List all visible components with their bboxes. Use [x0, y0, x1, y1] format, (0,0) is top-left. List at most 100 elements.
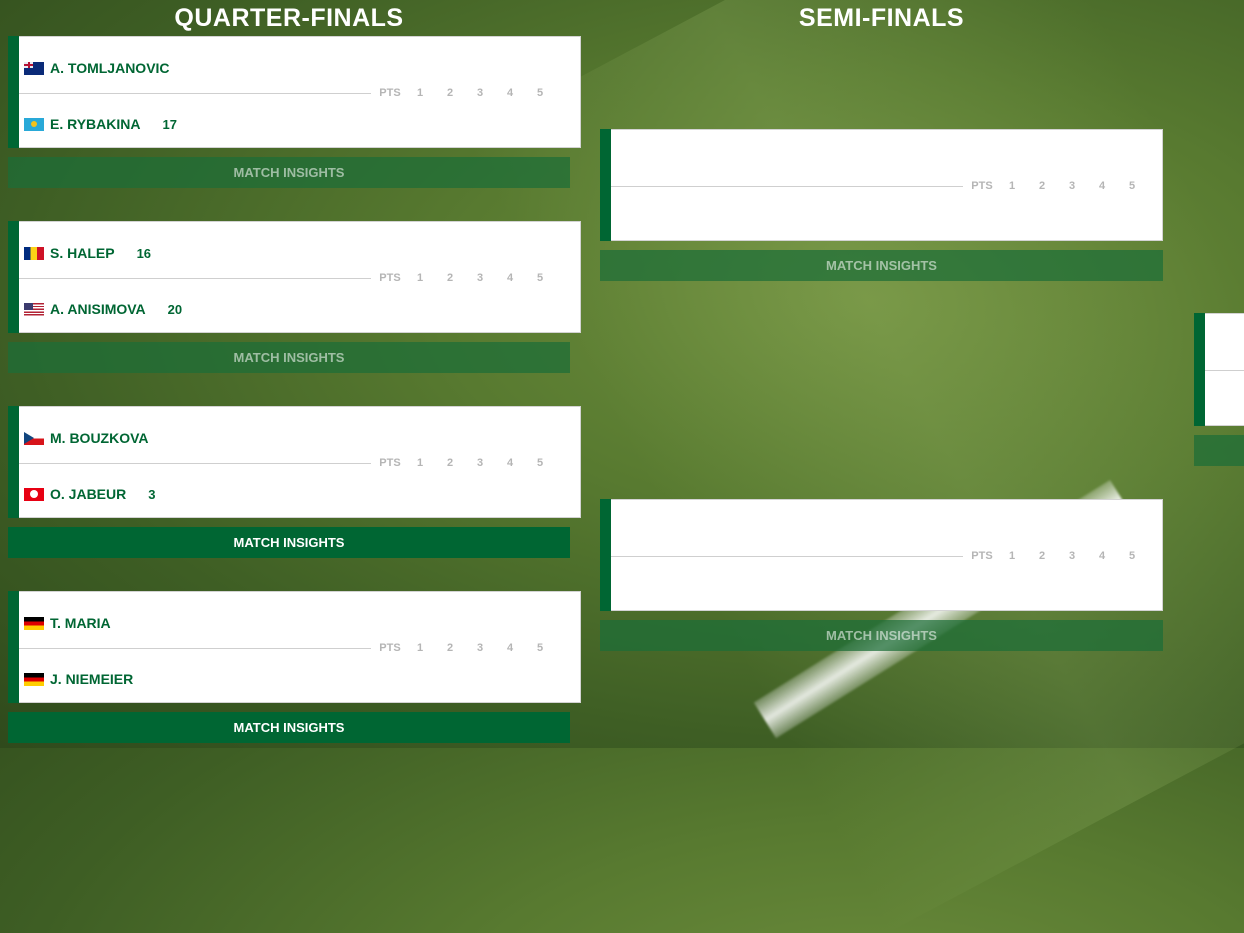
tunisia-flag-icon	[24, 487, 44, 501]
divider	[19, 463, 371, 464]
player-seed: 3	[148, 486, 156, 502]
set-5-label: 5	[536, 642, 544, 654]
match-card[interactable]: PTS 1 2 3 4 5	[600, 129, 1163, 241]
qf-match-3[interactable]: M. BOUZKOVA PTS 1 2 3 4 5 O. JABEUR 3 MA…	[8, 406, 581, 558]
match-card[interactable]: PTS 1 2 3 4 5	[600, 499, 1163, 611]
player-seed: 16	[136, 245, 152, 261]
pts-column-label: PTS	[379, 272, 401, 284]
score-header: PTS 1 2 3 4 5	[375, 642, 555, 654]
match-insights-button[interactable]: MATCH INSIGHTS	[8, 342, 570, 373]
romania-flag-icon	[24, 246, 44, 260]
player-name: A. ANISIMOVA	[50, 301, 146, 317]
qf-match-2[interactable]: S. HALEP 16 PTS 1 2 3 4 5 A. ANISIMOVA 2…	[8, 221, 581, 373]
match-insights-button[interactable]: MATCH INSIGHTS	[8, 527, 570, 558]
player-row[interactable]: T. MARIA	[24, 611, 111, 635]
player-row[interactable]: E. RYBAKINA 17	[24, 112, 177, 136]
set-5-label: 5	[1128, 550, 1136, 562]
player-name: E. RYBAKINA	[50, 116, 141, 132]
australia-flag-icon	[24, 61, 44, 75]
set-5-label: 5	[536, 87, 544, 99]
player-name: J. NIEMEIER	[50, 671, 134, 687]
player-row[interactable]: A. TOMLJANOVIC	[24, 56, 170, 80]
czech-flag-icon	[24, 431, 44, 445]
pts-column-label: PTS	[379, 87, 401, 99]
player-name: T. MARIA	[50, 615, 111, 631]
germany-flag-icon	[24, 616, 44, 630]
set-3-label: 3	[476, 457, 484, 469]
match-card[interactable]: T. MARIA PTS 1 2 3 4 5 J. NIEMEIER	[8, 591, 581, 703]
divider	[19, 648, 371, 649]
set-1-label: 1	[416, 457, 424, 469]
match-insights-button[interactable]: MATCH INSIGHTS	[600, 620, 1163, 651]
score-header: PTS 1 2 3 4 5	[967, 550, 1147, 562]
player-name: O. JABEUR	[50, 486, 127, 502]
divider	[611, 186, 963, 187]
set-3-label: 3	[476, 272, 484, 284]
set-3-label: 3	[476, 87, 484, 99]
set-5-label: 5	[536, 457, 544, 469]
score-header: PTS 1 2 3 4 5	[375, 457, 555, 469]
match-insights-button[interactable]: MATCH INSIGHTS	[8, 712, 570, 743]
set-4-label: 4	[506, 272, 514, 284]
match-insights-button-partial[interactable]	[1194, 435, 1244, 466]
qf-match-4[interactable]: T. MARIA PTS 1 2 3 4 5 J. NIEMEIER MATCH…	[8, 591, 581, 743]
set-4-label: 4	[506, 642, 514, 654]
divider	[1205, 370, 1244, 371]
player-seed: 17	[162, 116, 177, 132]
semi-finals-heading: SEMI-FINALS	[798, 4, 965, 32]
germany-flag-icon	[24, 672, 44, 686]
sf-match-2[interactable]: PTS 1 2 3 4 5 MATCH INSIGHTS	[600, 499, 1173, 651]
match-card[interactable]: A. TOMLJANOVIC PTS 1 2 3 4 5 E. RYBAKINA…	[8, 36, 581, 148]
set-3-label: 3	[1068, 550, 1076, 562]
match-card[interactable]: M. BOUZKOVA PTS 1 2 3 4 5 O. JABEUR 3	[8, 406, 581, 518]
qf-match-1[interactable]: A. TOMLJANOVIC PTS 1 2 3 4 5 E. RYBAKINA…	[8, 36, 581, 188]
set-3-label: 3	[1068, 180, 1076, 192]
set-4-label: 4	[506, 87, 514, 99]
set-2-label: 2	[446, 457, 454, 469]
set-1-label: 1	[416, 87, 424, 99]
set-3-label: 3	[476, 642, 484, 654]
pts-column-label: PTS	[971, 180, 993, 192]
kazakhstan-flag-icon	[24, 117, 44, 131]
set-4-label: 4	[1098, 550, 1106, 562]
pts-column-label: PTS	[379, 457, 401, 469]
player-row[interactable]: S. HALEP 16	[24, 241, 151, 265]
set-1-label: 1	[1008, 180, 1016, 192]
set-5-label: 5	[1128, 180, 1136, 192]
set-2-label: 2	[1038, 180, 1046, 192]
match-card[interactable]	[1194, 313, 1244, 426]
set-1-label: 1	[416, 272, 424, 284]
set-2-label: 2	[1038, 550, 1046, 562]
score-header: PTS 1 2 3 4 5	[375, 272, 555, 284]
score-header: PTS 1 2 3 4 5	[967, 180, 1147, 192]
divider	[19, 278, 371, 279]
match-card[interactable]: S. HALEP 16 PTS 1 2 3 4 5 A. ANISIMOVA 2…	[8, 221, 581, 333]
final-match-partial[interactable]	[1194, 313, 1244, 466]
set-4-label: 4	[506, 457, 514, 469]
player-row[interactable]: M. BOUZKOVA	[24, 426, 149, 450]
player-name: M. BOUZKOVA	[50, 430, 149, 446]
set-1-label: 1	[1008, 550, 1016, 562]
player-seed: 20	[167, 301, 183, 317]
divider	[19, 93, 371, 94]
player-row[interactable]: A. ANISIMOVA 20	[24, 297, 182, 321]
divider	[611, 556, 963, 557]
quarter-finals-heading: QUARTER-FINALS	[174, 4, 404, 32]
set-2-label: 2	[446, 87, 454, 99]
set-2-label: 2	[446, 272, 454, 284]
set-2-label: 2	[446, 642, 454, 654]
set-5-label: 5	[536, 272, 544, 284]
match-insights-button[interactable]: MATCH INSIGHTS	[8, 157, 570, 188]
player-row[interactable]: J. NIEMEIER	[24, 667, 133, 691]
sf-match-1[interactable]: PTS 1 2 3 4 5 MATCH INSIGHTS	[600, 129, 1173, 281]
set-1-label: 1	[416, 642, 424, 654]
player-row[interactable]: O. JABEUR 3	[24, 482, 155, 506]
usa-flag-icon	[24, 302, 44, 316]
player-name: S. HALEP	[50, 245, 115, 261]
pts-column-label: PTS	[379, 642, 401, 654]
match-insights-button[interactable]: MATCH INSIGHTS	[600, 250, 1163, 281]
player-name: A. TOMLJANOVIC	[50, 60, 170, 76]
score-header: PTS 1 2 3 4 5	[375, 87, 555, 99]
set-4-label: 4	[1098, 180, 1106, 192]
pts-column-label: PTS	[971, 550, 993, 562]
